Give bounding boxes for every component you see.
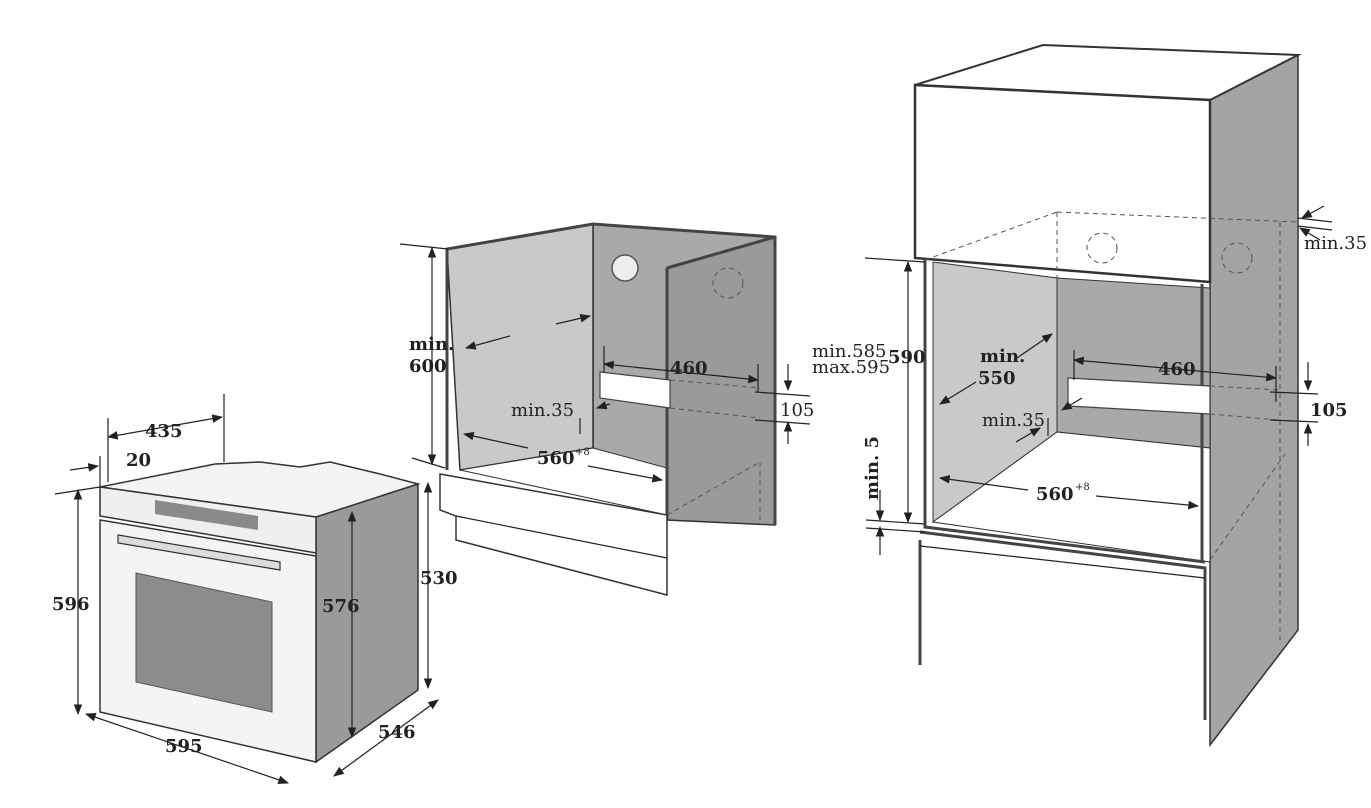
column-height-range-max-label: max.595	[812, 357, 890, 378]
oven-top-depth-label: 435	[145, 421, 183, 442]
cabinet-width-tolerance-label: +8	[575, 447, 590, 458]
cabinet-width-label: 560	[537, 448, 575, 469]
cabinet-height-min-label: min.	[409, 334, 454, 355]
oven-height-label: 596	[52, 594, 90, 615]
column-floor-gap-label: min. 5	[862, 436, 883, 500]
column-width-label: 560	[1036, 484, 1074, 505]
column-back-gap-label: min.35	[982, 410, 1045, 431]
column-vent-height-label: 105	[1310, 400, 1348, 421]
column-cabinet-drawing: min.585 max.595 590 min. 550 460 105 min…	[812, 43, 1367, 748]
column-upper-front	[913, 83, 1212, 284]
column-width-tolerance-label: +8	[1075, 482, 1090, 493]
cabinet-vent-width-label: 460	[670, 358, 708, 379]
oven-panel-offset-label: 20	[126, 450, 151, 471]
column-vent-width-label: 460	[1158, 359, 1196, 380]
oven-drawing: 435 20 596 576 530 595 546	[52, 394, 458, 784]
oven-width-label: 595	[165, 736, 203, 757]
oven-side-panel	[315, 482, 419, 764]
undercounter-cabinet-drawing: min. 600 460 105 min.35 560 +8	[399, 222, 814, 596]
column-opening-height-label: 590	[888, 347, 926, 368]
niche-floor	[931, 431, 1211, 563]
vent-hole	[611, 254, 639, 282]
oven-depth-label: 546	[378, 722, 416, 743]
oven-body-height-label: 576	[322, 596, 360, 617]
cabinet-back-gap-label: min.35	[511, 400, 574, 421]
oven-display	[155, 500, 258, 530]
oven-top	[99, 461, 421, 518]
cabinet-height-label: 600	[409, 356, 447, 377]
cabinet-vent-height-label: 105	[780, 400, 814, 421]
oven-handle	[117, 534, 281, 571]
oven-side-height-label: 530	[420, 568, 458, 589]
column-height-range-min-label: min.585	[812, 341, 887, 362]
column-depth-label: 550	[978, 368, 1016, 389]
column-side-panel	[1209, 53, 1299, 748]
column-depth-min-label: min.	[980, 346, 1025, 367]
oven-window	[135, 572, 273, 713]
column-top-gap-label: min.35	[1304, 233, 1367, 254]
